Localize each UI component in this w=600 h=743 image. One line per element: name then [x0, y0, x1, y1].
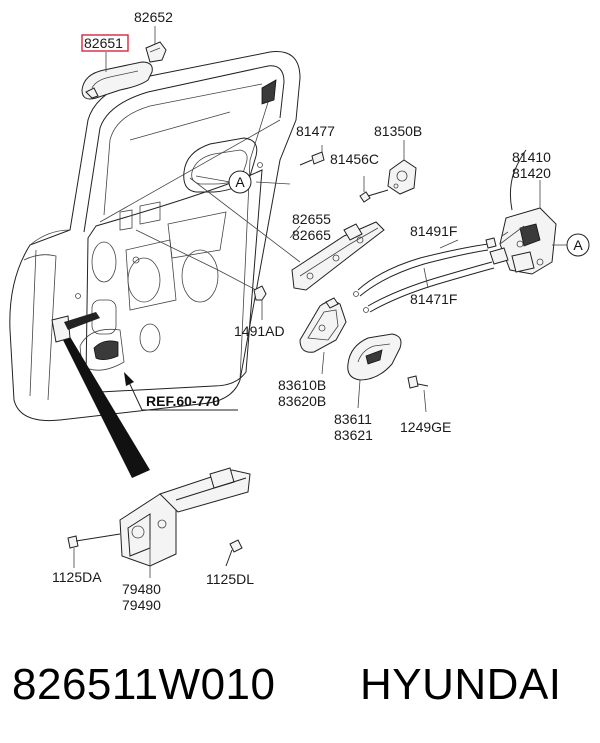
brand-name: HYUNDAI [360, 660, 562, 709]
handle-cap-82652 [145, 41, 167, 63]
label-83621: 83621 [334, 427, 373, 443]
striker-81350B [387, 140, 417, 195]
bolt-1125DL [225, 539, 243, 567]
label-82652: 82652 [134, 9, 173, 25]
label-82651: 82651 [84, 35, 123, 51]
label-81477: 81477 [296, 123, 335, 139]
label-1491AD: 1491AD [234, 323, 285, 339]
label-1125DL: 1125DL [206, 571, 254, 587]
label-81456C: 81456C [330, 151, 379, 167]
label-81420: 81420 [512, 165, 551, 181]
label-1125DA: 1125DA [52, 569, 102, 585]
label-82655: 82655 [292, 211, 331, 227]
highlight-box-82651 [81, 34, 129, 52]
bolt-81456C [359, 176, 389, 203]
checker-rod [64, 312, 100, 330]
label-79480: 79480 [122, 581, 161, 597]
screw-81477 [299, 145, 325, 166]
door-checker-79480 [119, 467, 251, 567]
actuator-82655 [291, 221, 385, 291]
label-1249GE: 1249GE [400, 419, 451, 435]
label-81491F: 81491F [410, 223, 457, 239]
label-81350B: 81350B [374, 123, 422, 139]
door-exploded-diagram: A A 82652 82651 81477 81350B 81456C 8141… [9, 9, 590, 613]
label-82665: 82665 [292, 227, 331, 243]
cables [353, 237, 497, 313]
inside-handle-83611 [347, 333, 402, 381]
callout-a-right: A [566, 233, 590, 257]
screw-1249GE [407, 375, 429, 413]
part-labels: 82652 82651 81477 81350B 81456C 81410 81… [52, 9, 551, 613]
inside-handle-housing-83610B [299, 297, 347, 353]
svg-text:A: A [235, 174, 245, 190]
label-83610B: 83610B [278, 377, 326, 393]
connection-arrow [58, 330, 150, 478]
svg-text:A: A [573, 237, 583, 253]
bolt-1125DA [67, 533, 121, 549]
callout-a-left: A [228, 170, 252, 194]
label-83611: 83611 [334, 411, 372, 427]
part-number: 826511W010 [12, 660, 276, 709]
label-81471F: 81471F [410, 291, 457, 307]
door-outline [9, 51, 301, 422]
label-79490: 79490 [122, 597, 161, 613]
footer: 826511W010 HYUNDAI [0, 655, 600, 725]
label-ref: REF.60-770 [146, 393, 220, 409]
label-83620B: 83620B [278, 393, 326, 409]
clip-1491AD [253, 285, 267, 301]
checker-mount [51, 315, 71, 343]
leader-lines [73, 26, 568, 578]
outside-handle-82651 [81, 61, 153, 100]
ref-arrow [124, 372, 238, 411]
door-latch-81410 [489, 149, 557, 275]
label-81410: 81410 [512, 149, 551, 165]
